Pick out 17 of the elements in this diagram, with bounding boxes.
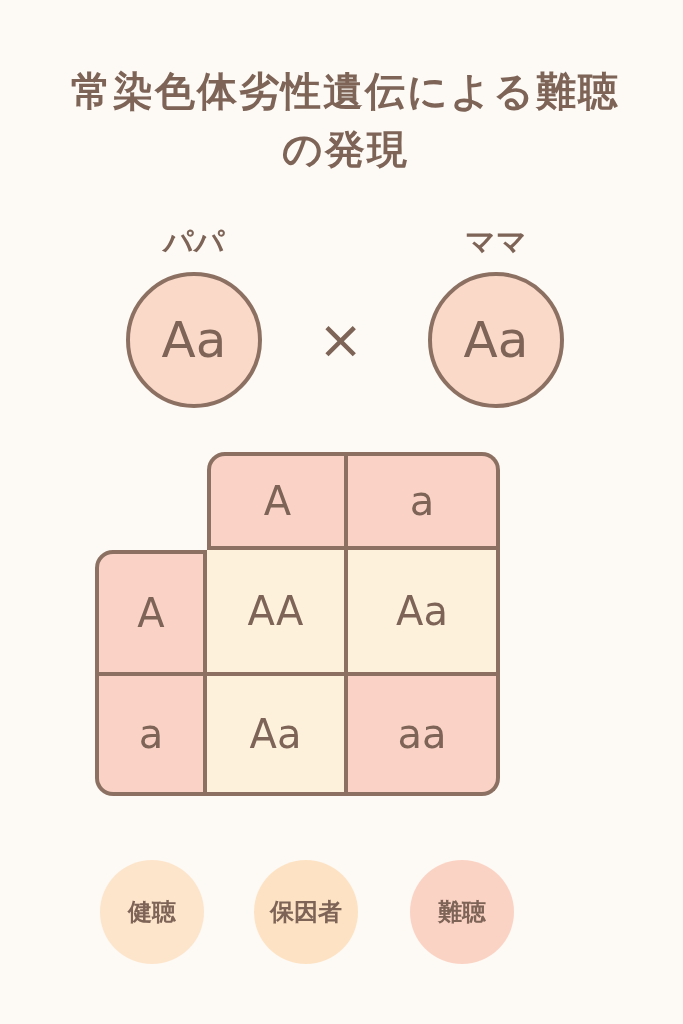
legend-text: 難聴 — [438, 897, 486, 928]
header-cell: A — [95, 550, 207, 676]
genotype-cell: AA — [207, 550, 348, 676]
parent-label: パパ — [161, 223, 226, 261]
legend-text: 保因者 — [270, 897, 342, 928]
genotype-text: Aa — [161, 311, 227, 369]
header-cell: a — [95, 676, 207, 796]
multiply-sign: × — [318, 308, 364, 371]
parent-label: ママ — [464, 223, 528, 261]
header-cell: a — [348, 452, 500, 550]
genotype-text: Aa — [463, 311, 529, 369]
genotype-cell: Aa — [348, 550, 500, 676]
legend-text: 健聴 — [128, 897, 176, 928]
header-cell: A — [207, 452, 348, 550]
title: 常染色体劣性遺伝による難聴の発現 — [69, 67, 621, 174]
genotype-cell: aa — [348, 676, 500, 796]
genotype-cell: Aa — [207, 676, 348, 796]
